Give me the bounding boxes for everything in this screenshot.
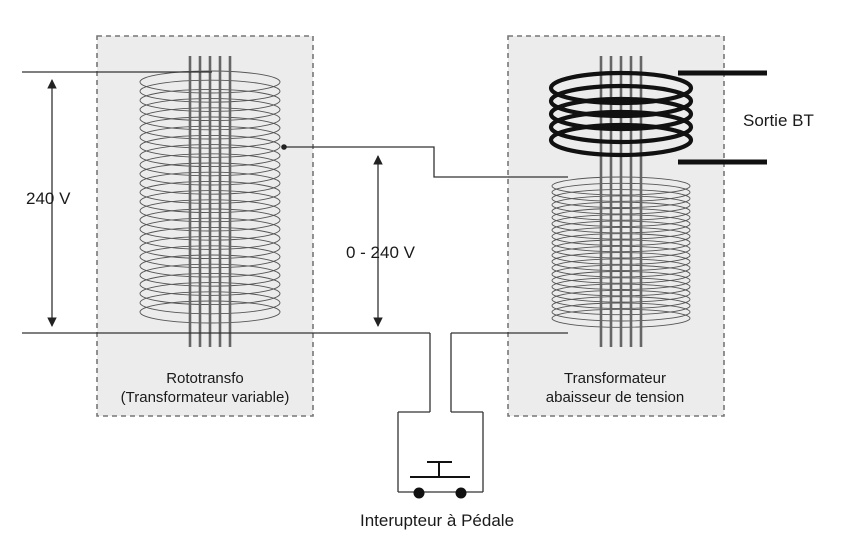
- output-leads: [678, 70, 767, 165]
- wiper-contact: [281, 144, 287, 150]
- variable-voltage-label: 0 - 240 V: [346, 243, 416, 262]
- rototransfo-core-icon: [188, 56, 232, 347]
- rototransfo-subtitle: (Transformateur variable): [121, 389, 290, 406]
- wiring: [22, 71, 568, 493]
- rototransfo-title: Rototransfo: [166, 370, 244, 387]
- stepdown-subtitle: abaisseur de tension: [546, 389, 684, 406]
- secondary-coil-icon: [548, 70, 694, 158]
- foot-switch-icon: [410, 461, 470, 499]
- input-voltage-label: 240 V: [26, 189, 71, 208]
- output-label: Sortie BT: [743, 111, 814, 130]
- stepdown-transformer-box: [507, 35, 725, 417]
- foot-switch-label: Interupteur à Pédale: [360, 511, 514, 530]
- stepdown-title: Transformateur: [564, 370, 666, 387]
